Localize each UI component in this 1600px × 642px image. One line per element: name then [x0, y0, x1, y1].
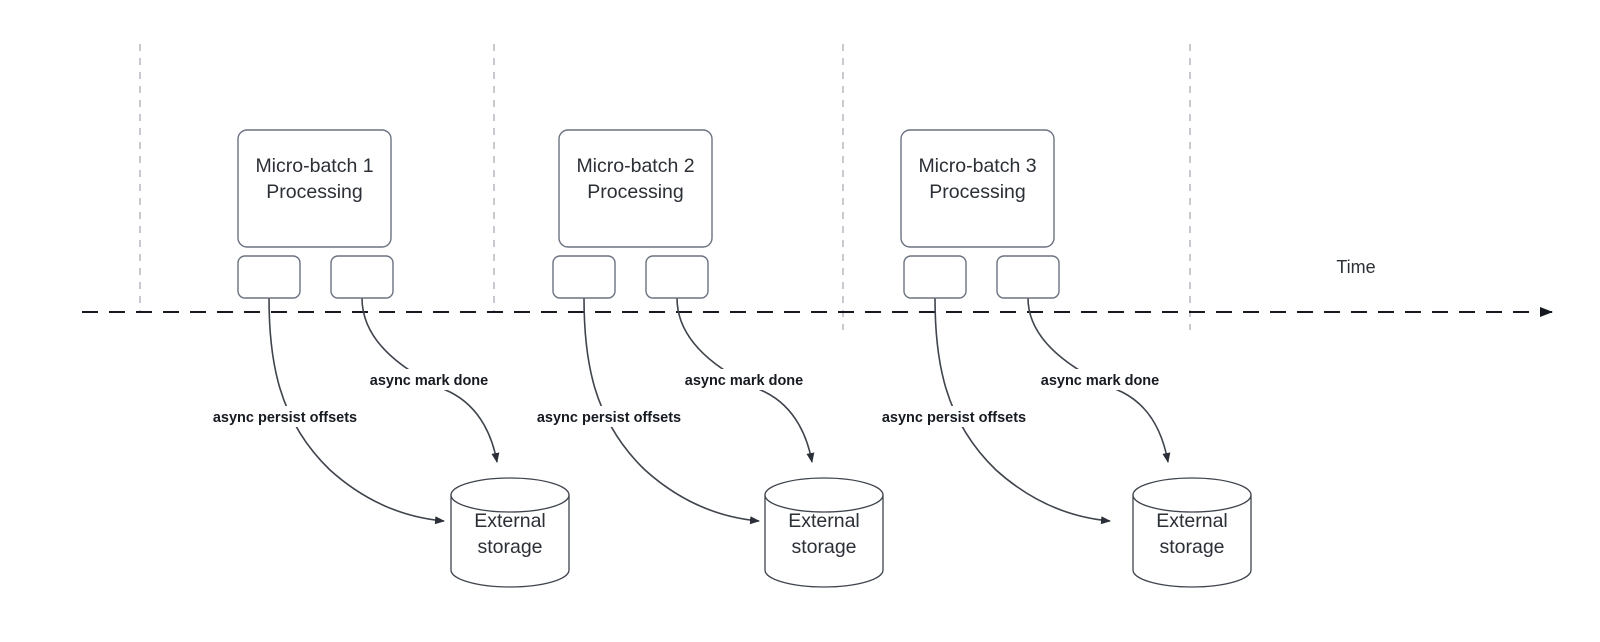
- micro-batch-label-2-line2: Processing: [587, 181, 683, 203]
- edge-label-group-1-persist: async persist offsets: [197, 406, 374, 427]
- label-async-persist-offsets-1: async persist offsets: [213, 410, 357, 426]
- task-box-2b[interactable]: [645, 255, 709, 299]
- cylinder-top-1: [450, 477, 570, 513]
- external-storage-cylinder-2[interactable]: External storage: [764, 477, 884, 588]
- label-async-mark-done-3: async mark done: [1041, 373, 1159, 389]
- micro-batch-label-2-line1: Micro-batch 2: [576, 155, 694, 177]
- label-bg-persist-2: [521, 406, 698, 427]
- micro-batch-label-1-line1: Micro-batch 1: [255, 155, 373, 177]
- cylinder-top-2: [764, 477, 884, 513]
- cylinder-label-2-line1: External: [788, 510, 860, 532]
- label-async-persist-offsets-3: async persist offsets: [882, 410, 1026, 426]
- cylinder-label-3-line1: External: [1156, 510, 1228, 532]
- curve-persist-offsets-3: [934, 297, 1111, 525]
- label-async-persist-offsets-2: async persist offsets: [537, 410, 681, 426]
- cylinder-label-1-line2: storage: [477, 536, 542, 558]
- edge-label-group-3-mark-done: async mark done: [1030, 369, 1171, 390]
- task-box-1b[interactable]: [330, 255, 394, 299]
- label-bg-persist-3: [866, 406, 1043, 427]
- task-box-1a[interactable]: [237, 255, 301, 299]
- cylinder-label-1-line1: External: [474, 510, 546, 532]
- label-bg-mark-done-2: [674, 369, 815, 390]
- group-3: Micro-batch 3 Processing External storag…: [866, 129, 1252, 588]
- micro-batch-box-2[interactable]: [558, 129, 713, 248]
- task-box-3a[interactable]: [903, 255, 967, 299]
- time-axis-label: Time: [1336, 257, 1375, 277]
- curve-persist-offsets-1: [268, 297, 445, 525]
- micro-batch-label-3-line2: Processing: [929, 181, 1025, 203]
- micro-batch-box-3[interactable]: [900, 129, 1055, 248]
- group-2: Micro-batch 2 Processing External storag…: [521, 129, 884, 588]
- label-async-mark-done-1: async mark done: [370, 373, 488, 389]
- label-bg-mark-done-3: [1030, 369, 1171, 390]
- edge-label-group-1-mark-done: async mark done: [359, 369, 500, 390]
- label-bg-mark-done-1: [359, 369, 500, 390]
- external-storage-cylinder-3[interactable]: External storage: [1132, 477, 1252, 588]
- group-1: Micro-batch 1 Processing External storag…: [197, 129, 570, 588]
- cylinder-body-3: [1132, 494, 1252, 588]
- cylinder-label-3-line2: storage: [1159, 536, 1224, 558]
- edge-label-group-3-persist: async persist offsets: [866, 406, 1043, 427]
- task-box-3b[interactable]: [996, 255, 1060, 299]
- cylinder-top-3: [1132, 477, 1252, 513]
- external-storage-cylinder-1[interactable]: External storage: [450, 477, 570, 588]
- label-bg-persist-1: [197, 406, 374, 427]
- task-box-2a[interactable]: [552, 255, 616, 299]
- micro-batch-label-1-line2: Processing: [266, 181, 362, 203]
- cylinder-body-1: [450, 494, 570, 588]
- edge-label-group-2-mark-done: async mark done: [674, 369, 815, 390]
- cylinder-body-2: [764, 494, 884, 588]
- label-async-mark-done-2: async mark done: [685, 373, 803, 389]
- vertical-dividers: [139, 44, 1191, 330]
- curve-persist-offsets-2: [583, 297, 760, 525]
- cylinder-label-2-line2: storage: [791, 536, 856, 558]
- edge-label-group-2-persist: async persist offsets: [521, 406, 698, 427]
- micro-batch-label-3-line1: Micro-batch 3: [918, 155, 1036, 177]
- micro-batch-box-1[interactable]: [237, 129, 392, 248]
